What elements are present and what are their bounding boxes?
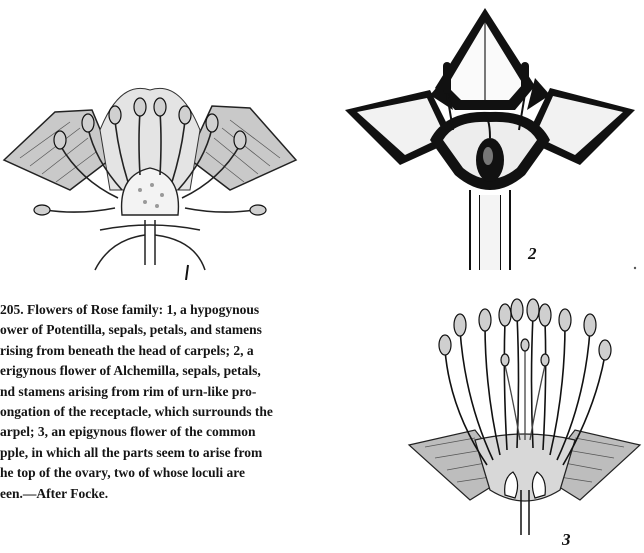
caption-line: arpel; 3, an epigynous flower of the com… bbox=[0, 422, 390, 442]
caption-line: een.—After Focke. bbox=[0, 484, 390, 504]
figure-1-potentilla-flower bbox=[0, 40, 300, 280]
figure-3-apple-flower bbox=[405, 290, 644, 553]
figure-2-alchemilla-flower bbox=[335, 0, 644, 275]
caption-line: rising from beneath the head of carpels;… bbox=[0, 341, 390, 361]
caption-line: ower of Potentilla, sepals, petals, and … bbox=[0, 320, 390, 340]
caption-line: 205. Flowers of Rose family: 1, a hypogy… bbox=[0, 300, 390, 320]
figure-3-number: 3 bbox=[562, 530, 571, 550]
caption-line: nd stamens arising from rim of urn-like … bbox=[0, 382, 390, 402]
caption-line: he top of the ovary, two of whose loculi… bbox=[0, 463, 390, 483]
caption-line: ongation of the receptacle, which surrou… bbox=[0, 402, 390, 422]
figure-2-number: 2 bbox=[528, 244, 537, 264]
caption-line: pple, in which all the parts seem to ari… bbox=[0, 443, 390, 463]
figure-caption: 205. Flowers of Rose family: 1, a hypogy… bbox=[0, 300, 390, 504]
caption-line: erigynous flower of Alchemilla, sepals, … bbox=[0, 361, 390, 381]
